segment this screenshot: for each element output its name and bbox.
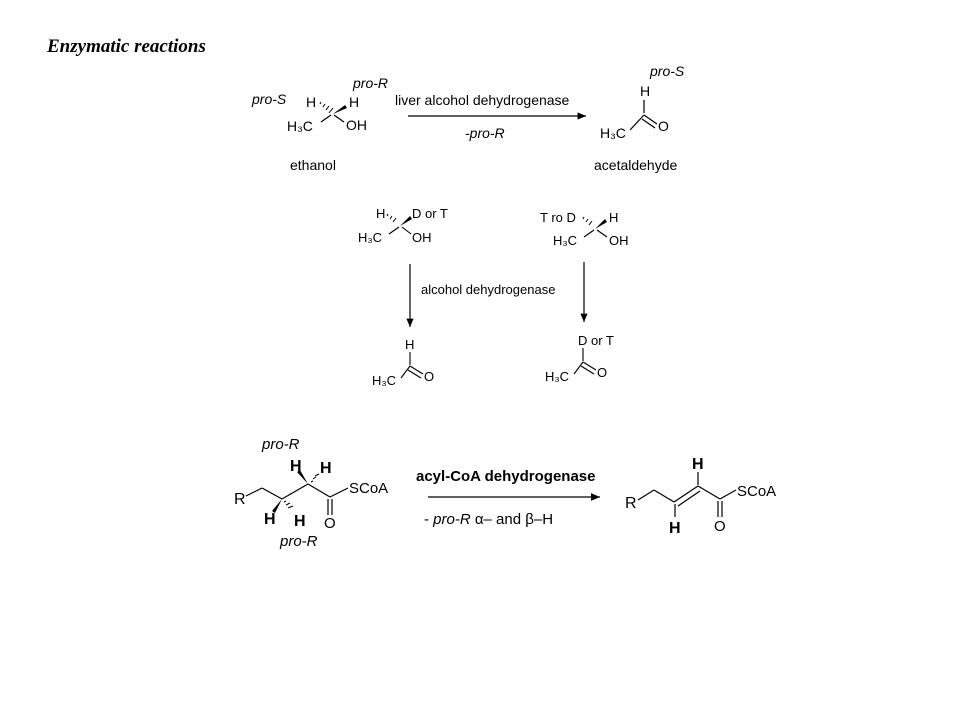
bond-line (400, 365, 411, 379)
bond-line (629, 114, 645, 131)
hydrogen-hash-label: H (306, 94, 316, 110)
methyl-label: H₃C (553, 233, 577, 248)
hydrogen-wedge-label: H (349, 94, 359, 110)
hydrogen-label: H (264, 511, 276, 528)
oxygen-label: O (658, 118, 669, 134)
aldehyde-hydrogen: H (405, 337, 414, 352)
acetaldehyde-name: acetaldehyde (594, 157, 678, 173)
removed-hydrogens-label: - pro-R α– and β–H (424, 511, 553, 528)
acetaldehyde-left: H H₃C O (372, 337, 434, 388)
double-bond (677, 490, 701, 507)
hydrogen-label: H (294, 513, 306, 530)
bond-line (320, 114, 332, 123)
acetaldehyde-structure: pro-S H H₃C O acetaldehyde (594, 63, 685, 173)
bond-line (261, 487, 283, 500)
bond-line (245, 487, 263, 497)
acyl-coa-structure: pro-R H H R SCoA H H O pro-R (234, 436, 388, 550)
double-bond (409, 365, 424, 375)
reaction1-arrow-group: liver alcohol dehydrogenase -pro-R (395, 92, 586, 141)
wedge-bond (272, 499, 282, 513)
bond-line (573, 361, 584, 375)
double-bond (580, 365, 595, 375)
double-bond (673, 485, 699, 503)
bond-line (719, 489, 737, 500)
wedge-bond (595, 219, 607, 229)
methyl-label: H₃C (545, 369, 569, 384)
hydrogen-label: H (376, 206, 385, 221)
enoyl-coa-structure: H R SCoA O H (625, 456, 776, 537)
bond-line (281, 483, 309, 500)
wedge-bond (297, 470, 308, 484)
double-bond (643, 114, 658, 125)
bond-line (388, 226, 400, 235)
acetaldehyde-right: D or T H₃C O (545, 333, 614, 384)
bond-line (697, 485, 721, 500)
slide-title: Enzymatic reactions (47, 36, 206, 57)
pro-s-label: pro-S (251, 91, 287, 107)
oxygen-label: O (424, 369, 434, 384)
wedge-bond (400, 216, 412, 226)
hash-bond (283, 500, 294, 509)
bond-line (596, 229, 608, 238)
hydrogen-label: H (692, 456, 704, 473)
bond-line (653, 489, 675, 503)
hash-bond (386, 213, 397, 223)
scoa-label: SCoA (737, 483, 776, 500)
hydrogen-label: H (290, 458, 302, 475)
bond-line (329, 487, 349, 498)
hydrogen-label: H (669, 520, 681, 537)
pro-r-label: pro-R (279, 533, 318, 550)
enzyme-label: acyl-CoA dehydrogenase (416, 468, 596, 485)
hydroxyl-label: OH (609, 233, 629, 248)
hash-bond (310, 473, 320, 483)
scoa-label: SCoA (349, 480, 388, 497)
pro-s-product-label: pro-S (649, 63, 685, 79)
double-bond (407, 369, 422, 379)
bond-line (583, 229, 595, 238)
bond-line (307, 483, 331, 498)
hash-bond (319, 101, 334, 114)
wedge-bond (333, 105, 347, 114)
double-bond (641, 118, 656, 129)
pro-r-label: pro-R (352, 75, 388, 91)
reaction3-arrow-group: acyl-CoA dehydrogenase - pro-R α– and β–… (416, 468, 600, 528)
hydrogen-label: H (609, 210, 618, 225)
bond-line (401, 226, 412, 235)
bond-line (637, 489, 655, 501)
ethanol-structure: pro-S pro-R H H H₃C OH ethanol (251, 75, 388, 173)
r-group-label: R (625, 495, 637, 512)
removed-hydrogen-label: -pro-R (465, 125, 505, 141)
methyl-label: H₃C (600, 125, 626, 141)
hydroxyl-label: OH (412, 230, 432, 245)
oxygen-label: O (324, 515, 336, 532)
hydrogen-label: H (320, 460, 332, 477)
methyl-label: H₃C (287, 118, 313, 134)
hydroxyl-label: OH (346, 117, 367, 133)
methyl-label: H₃C (358, 230, 382, 245)
isotope-label: D or T (412, 206, 448, 221)
isotope-label: T ro D (540, 210, 576, 225)
hash-bond (582, 216, 593, 226)
deuterated-ethanol-left: H D or T H₃C OH (358, 206, 448, 245)
deuterated-ethanol-right: T ro D H H₃C OH (540, 210, 629, 248)
aldehyde-hydrogen: H (640, 83, 650, 99)
pro-r-label: pro-R (261, 436, 300, 453)
oxygen-label: O (714, 518, 726, 535)
enzyme-label: liver alcohol dehydrogenase (395, 92, 570, 108)
enzyme-label: alcohol dehydrogenase (421, 282, 555, 297)
ethanol-name: ethanol (290, 157, 336, 173)
double-bond (582, 361, 597, 371)
oxygen-label: O (597, 365, 607, 380)
bond-line (333, 114, 345, 123)
r-group-label: R (234, 491, 246, 508)
isotope-label: D or T (578, 333, 614, 348)
methyl-label: H₃C (372, 373, 396, 388)
